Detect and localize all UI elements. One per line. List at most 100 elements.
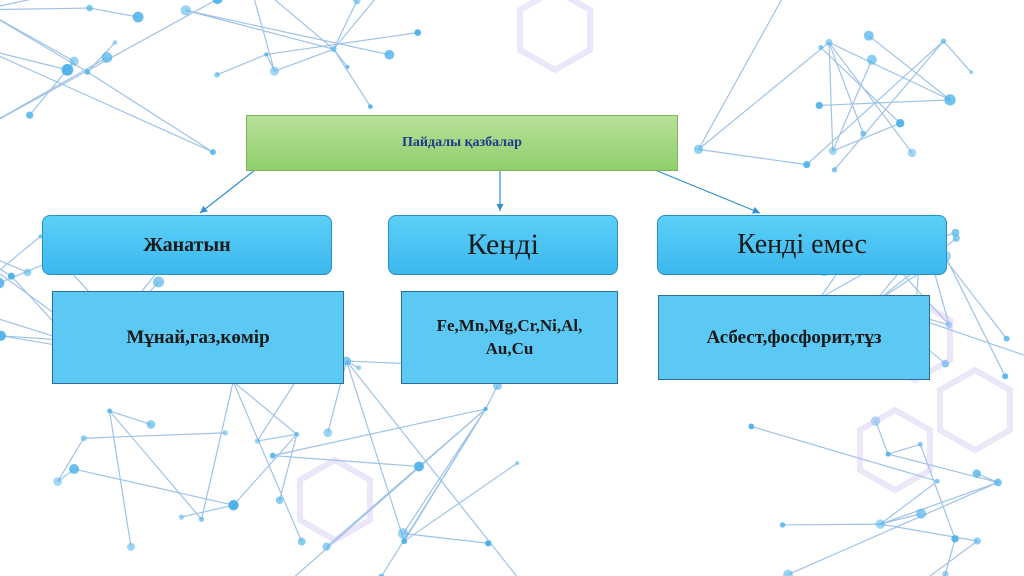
- network-bond: [819, 99, 951, 107]
- network-bond: [200, 381, 234, 520]
- network-bond: [697, 0, 783, 150]
- network-node: [0, 330, 6, 341]
- network-bond: [880, 523, 978, 542]
- network-bond: [232, 381, 303, 542]
- network-bond: [0, 7, 90, 11]
- network-bond: [751, 425, 938, 482]
- network-node: [384, 49, 395, 60]
- network-node: [907, 148, 917, 158]
- network-node: [356, 365, 362, 371]
- category-node-non-ore: Кенді емес: [657, 215, 947, 275]
- network-node: [153, 276, 165, 288]
- network-bond: [0, 260, 28, 273]
- leaf-content: Fe,Mn,Mg,Cr,Ni,Al, Au,Cu: [436, 316, 583, 358]
- network-bond: [828, 41, 951, 101]
- network-bond: [274, 0, 335, 50]
- network-node: [951, 535, 959, 543]
- network-node: [945, 321, 953, 329]
- network-node: [818, 45, 824, 50]
- network-bond: [403, 532, 489, 544]
- network-node: [414, 29, 422, 37]
- network-node: [397, 528, 409, 539]
- network-bond: [944, 255, 1006, 377]
- network-node: [210, 149, 216, 156]
- network-bond: [185, 9, 334, 50]
- network-bond: [0, 0, 31, 7]
- network-bond: [333, 0, 375, 50]
- network-node: [322, 542, 331, 551]
- network-node: [180, 5, 191, 16]
- network-bond: [820, 47, 901, 124]
- network-bond: [887, 453, 999, 484]
- network-node: [7, 272, 15, 280]
- category-label: Кенді: [467, 228, 539, 261]
- network-bond: [0, 268, 12, 277]
- network-node: [942, 570, 949, 576]
- network-node: [126, 542, 136, 551]
- leaf-content: Асбест,фосфорит,тұз: [706, 326, 882, 348]
- network-node: [323, 428, 333, 438]
- network-node: [815, 101, 823, 110]
- leaf-node-combustible: Мұнай,газ,көмір: [52, 291, 344, 384]
- network-bond: [782, 523, 881, 526]
- network-node: [951, 228, 960, 237]
- network-node: [61, 63, 74, 76]
- network-bond: [272, 408, 486, 457]
- network-node: [228, 500, 239, 511]
- network-node: [345, 64, 350, 70]
- network-node: [413, 461, 424, 472]
- network-bond: [0, 52, 68, 71]
- network-node: [803, 161, 811, 169]
- network-bond: [832, 122, 901, 152]
- network-node: [934, 478, 940, 484]
- network-node: [341, 356, 352, 366]
- network-bond: [345, 360, 405, 542]
- network-node: [485, 540, 492, 547]
- network-node: [80, 435, 87, 442]
- network-node: [831, 167, 838, 173]
- network-node: [994, 478, 1002, 487]
- network-bond: [333, 0, 358, 50]
- category-node-ore: Кенді: [388, 215, 618, 275]
- network-bond: [278, 434, 298, 501]
- network-bond: [256, 379, 298, 442]
- network-bond: [0, 56, 108, 120]
- network-node: [275, 496, 284, 504]
- network-bond: [787, 481, 999, 576]
- leaf-content: Мұнай,газ,көмір: [126, 326, 270, 348]
- network-node: [895, 119, 905, 128]
- network-bond: [875, 420, 889, 455]
- network-bond: [698, 41, 830, 150]
- network-node: [941, 359, 950, 368]
- network-node: [222, 430, 228, 436]
- network-node: [214, 72, 220, 78]
- network-bond: [833, 40, 944, 171]
- network-node: [515, 460, 520, 466]
- network-bond: [698, 148, 807, 166]
- network-node: [269, 452, 276, 459]
- network-bond: [274, 48, 334, 72]
- network-node: [483, 406, 488, 411]
- network-bond: [233, 433, 298, 506]
- network-node: [112, 40, 118, 45]
- network-bond: [880, 513, 922, 525]
- network-bond: [89, 7, 139, 18]
- network-bond: [232, 381, 298, 435]
- network-node: [917, 441, 923, 447]
- network-bond: [83, 432, 226, 439]
- network-node: [1003, 335, 1010, 342]
- network-node: [38, 234, 43, 239]
- network-bond: [333, 48, 348, 68]
- network-bond: [253, 0, 276, 72]
- network-bond: [272, 455, 420, 468]
- network-node: [25, 111, 34, 119]
- network-node: [107, 408, 112, 414]
- network-node: [269, 66, 279, 76]
- network-node: [132, 11, 144, 23]
- network-bond: [0, 0, 218, 120]
- category-node-combustible: Жанатын: [42, 215, 332, 275]
- network-bond: [868, 35, 951, 101]
- network-bond: [216, 53, 267, 76]
- network-bond: [381, 408, 487, 576]
